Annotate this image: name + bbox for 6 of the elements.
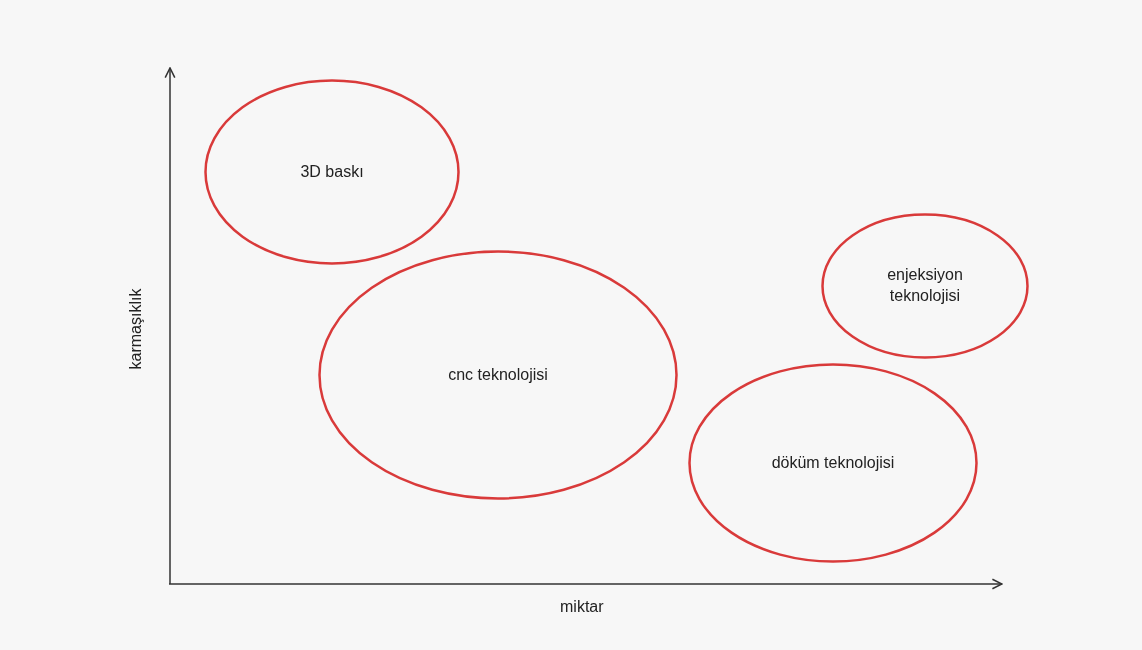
axis-label: miktar bbox=[560, 598, 604, 616]
node-label: 3D baskı bbox=[300, 161, 364, 182]
node-label: döküm teknolojisi bbox=[771, 452, 895, 473]
node-label: cnc teknolojisi bbox=[448, 364, 548, 385]
axis-label: karmaşıklık bbox=[127, 288, 145, 370]
node-label: enjeksiyon teknolojisi bbox=[886, 265, 964, 306]
